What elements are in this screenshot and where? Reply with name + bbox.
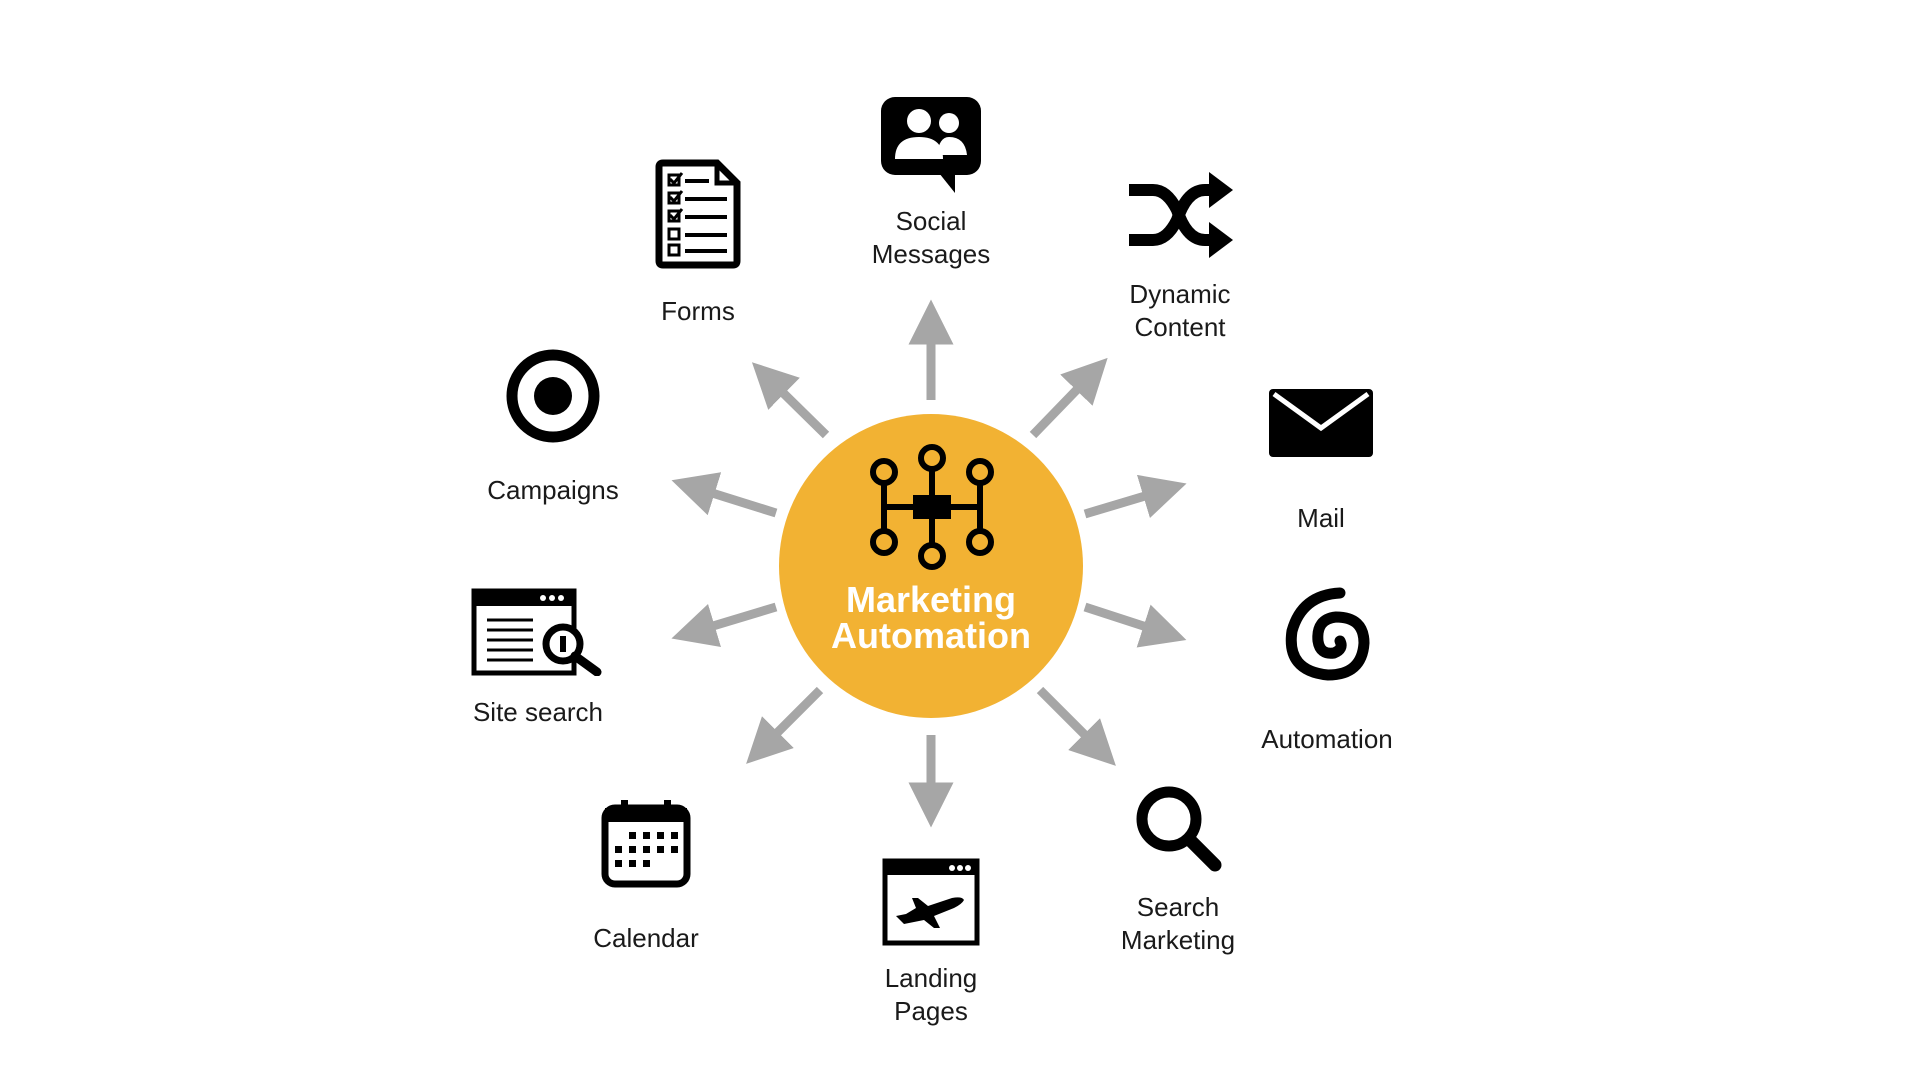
spiral-icon (1285, 587, 1370, 681)
node-mail: Mail (1221, 388, 1421, 535)
hub-title: Marketing Automation (831, 579, 1031, 656)
node-label: Forms (661, 296, 735, 326)
magnifier-icon (1136, 786, 1222, 872)
node-landing-pages: Landing Pages (831, 858, 1031, 1028)
node-search-marketing: Search Marketing (1078, 783, 1278, 957)
node-site-search: Site search (438, 588, 638, 729)
envelope-icon (1269, 389, 1373, 457)
node-label: Search Marketing (1120, 892, 1236, 955)
node-label: Automation (1261, 724, 1393, 754)
arrow-to-automation (1083, 602, 1187, 648)
node-forms: Forms (598, 159, 798, 328)
node-label: Dynamic Content (1129, 279, 1231, 342)
node-campaigns: Campaigns (453, 348, 653, 507)
arrow-to-forms (751, 362, 830, 439)
node-label: Site search (472, 697, 604, 727)
shuffle-icon (1129, 172, 1233, 258)
node-label: Mail (1297, 503, 1345, 533)
arrow-to-dynamic-content (1029, 357, 1108, 439)
browser-plane-icon (882, 858, 980, 946)
node-automation: Automation (1227, 585, 1427, 756)
calendar-icon (601, 800, 691, 888)
hub-marketing-automation: Marketing Automation (779, 414, 1083, 718)
workflow-nodes-icon (870, 444, 994, 570)
target-icon (506, 349, 600, 443)
node-dynamic-content: Dynamic Content (1080, 170, 1280, 344)
arrow-to-mail (1083, 474, 1187, 519)
browser-search-icon (471, 588, 602, 676)
arrow-to-campaigns (671, 472, 778, 518)
checklist-form-icon (655, 159, 741, 269)
arrow-to-site-search (671, 602, 778, 648)
node-label: Landing Pages (884, 963, 978, 1026)
chat-users-icon (881, 97, 981, 193)
node-social-messages: Social Messages (831, 95, 1031, 271)
arrow-to-search-marketing (1036, 686, 1116, 766)
node-label: Campaigns (487, 475, 619, 505)
arrow-to-calendar (746, 686, 824, 764)
node-calendar: Calendar (546, 798, 746, 955)
node-label: Social Messages (871, 206, 991, 269)
node-label: Calendar (593, 923, 699, 953)
